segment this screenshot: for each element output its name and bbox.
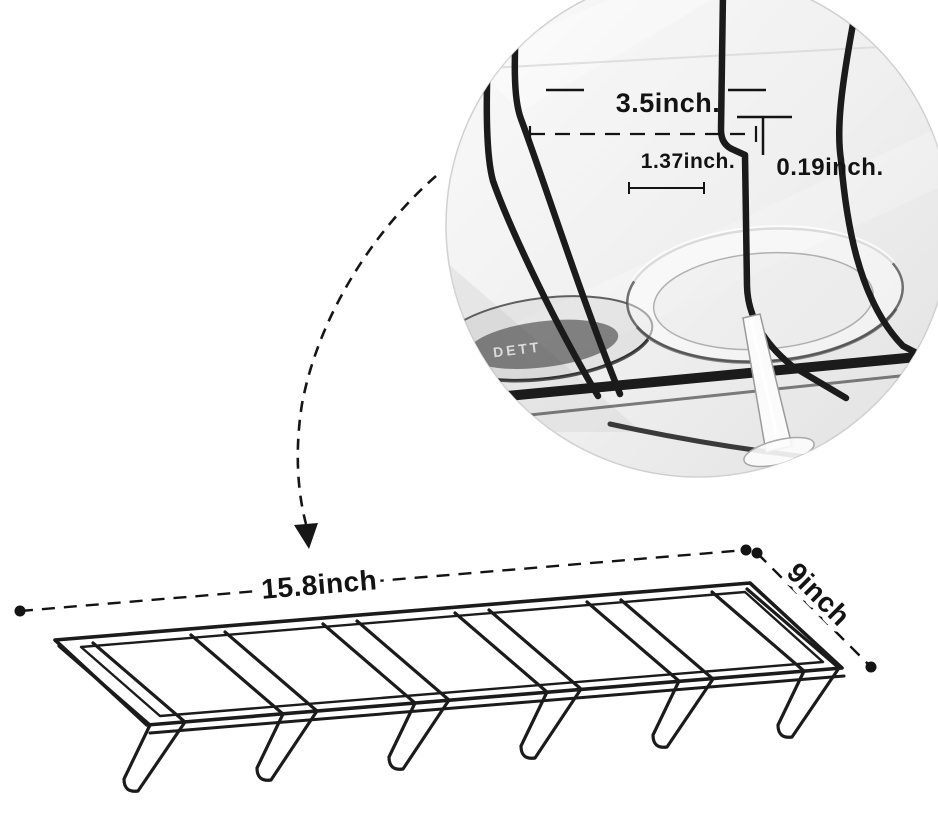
dim-depth-line <box>756 552 872 668</box>
arrow-curve <box>296 175 437 525</box>
rail-4 <box>453 608 583 760</box>
dim-dot <box>751 547 763 559</box>
rail-1 <box>57 641 187 793</box>
dim-dot <box>865 661 877 673</box>
dim-slot-width-label: 1.37inch. <box>641 150 735 173</box>
wire-right <box>835 20 938 368</box>
frame-outer <box>53 581 844 727</box>
zoom-arrow <box>294 175 437 549</box>
inset-annotations: 3.5inch. 1.37inch. 0.19inch. <box>528 88 883 194</box>
dim-length-label: 15.8inch <box>260 564 378 605</box>
frame-front-bar-edge <box>518 370 938 418</box>
wine-glass-right <box>626 225 904 364</box>
detail-inset: DETT <box>445 0 938 478</box>
arrowhead-icon <box>294 523 318 549</box>
dim-length-line <box>19 548 747 613</box>
rail-6 <box>710 587 841 739</box>
rack-illustration <box>53 581 846 793</box>
dim-channel-width-label: 3.5inch. <box>616 88 721 118</box>
dim-wire-gap-label: 0.19inch. <box>776 154 883 181</box>
frame-front-bar <box>450 350 938 406</box>
glass-reflection <box>467 319 619 369</box>
rail-3 <box>321 619 451 771</box>
stem-highlight <box>749 319 781 447</box>
wire-middle-jogged <box>717 0 850 402</box>
inset-rack-wires <box>450 0 938 471</box>
dim-dot <box>14 605 26 617</box>
dim-dot <box>740 544 752 556</box>
frame-front-depth <box>148 674 846 735</box>
rail-2 <box>189 630 319 782</box>
wire-left-a <box>483 22 602 400</box>
wine-glass-left: DETT <box>446 295 654 383</box>
rack-rails <box>57 587 841 793</box>
glass-highlight <box>631 225 895 283</box>
frame-inner <box>79 590 825 718</box>
inset-photo-content: DETT <box>446 0 938 471</box>
wire-left-b <box>511 0 624 398</box>
glass-marking-text: DETT <box>492 339 542 361</box>
rack-frame <box>53 581 846 735</box>
rail-5 <box>585 598 715 749</box>
